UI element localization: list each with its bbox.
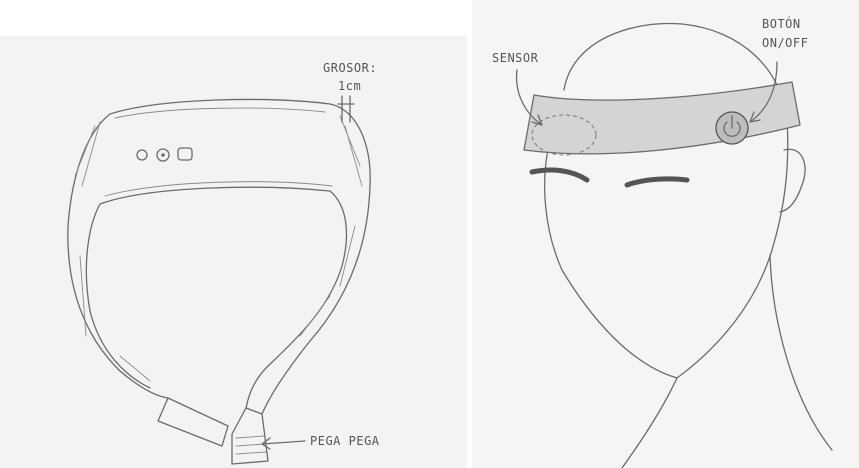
headband-sketch-panel: GROSOR: 1cm PEGA PEGA [0,36,467,468]
head-sketch-panel: SENSOR BOTÓN ON/OFF [472,0,859,468]
head-outline [545,24,788,378]
label-button-line2: ON/OFF [762,36,808,50]
band-button-3 [178,148,192,160]
eyebrow-right [627,179,687,185]
label-thickness-value: 1cm [338,79,361,93]
band-button-1 [137,150,147,160]
headband-sketch-drawing: GROSOR: 1cm PEGA PEGA [0,36,467,468]
band-shading [75,116,362,381]
band-front-face [105,108,332,196]
velcro-end-left [158,398,228,446]
eyebrow-left [532,170,587,180]
label-sensor: SENSOR [492,51,539,65]
neck-outline [622,255,832,468]
ear [780,149,805,212]
headband-band [524,82,800,154]
label-thickness-title: GROSOR: [323,61,377,75]
label-button-line1: BOTÓN [762,16,801,31]
label-velcro: PEGA PEGA [310,434,380,448]
head-sketch-drawing: SENSOR BOTÓN ON/OFF [472,0,859,468]
band-outer-outline [68,99,370,414]
velcro-arrow [262,438,305,449]
